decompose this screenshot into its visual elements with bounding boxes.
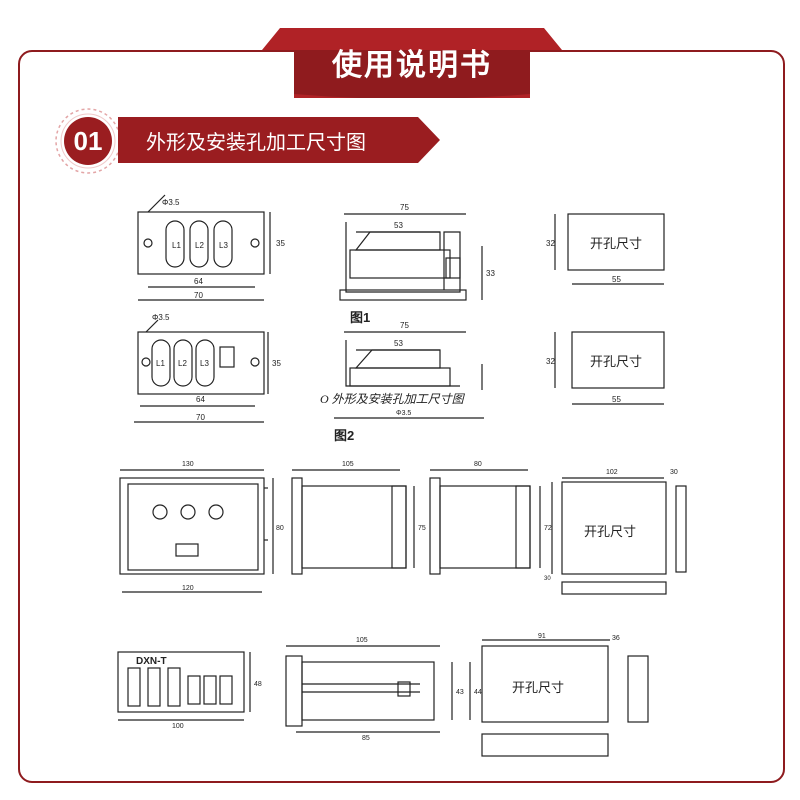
dim-72: 72	[544, 525, 552, 532]
dxn-t-panel	[117, 651, 245, 713]
dim-80: 80	[276, 525, 284, 532]
dim-64-2: 64	[196, 395, 205, 404]
dim-35-1: 35	[276, 239, 285, 248]
section-title-bar	[118, 117, 440, 163]
cutout-1	[567, 213, 665, 271]
dim-70-2: 70	[196, 413, 205, 422]
dim-80-2: 80	[474, 461, 482, 468]
dim-75-1: 75	[400, 203, 409, 212]
model-label: DXN-T	[136, 656, 167, 667]
lamp-label-2: L2	[195, 241, 204, 250]
cutout-label-1: 开孔尺寸	[590, 236, 642, 251]
dim-43: 43	[456, 689, 464, 696]
lamp-label-5: L2	[178, 359, 187, 368]
dim-32-2: 32	[546, 357, 555, 366]
dim-53-1: 53	[394, 221, 403, 230]
section-number: 01	[64, 117, 112, 165]
section-title: 外形及安装孔加工尺寸图	[146, 130, 366, 154]
lamp-label-3: L3	[219, 241, 228, 250]
dim-33-1: 33	[486, 269, 495, 278]
header-tab: 使用说明书	[262, 24, 562, 98]
dim-55-1: 55	[612, 275, 621, 284]
panel-front-2	[137, 331, 265, 395]
dim-102: 102	[606, 469, 618, 476]
dim-phi-2: Φ3.5	[152, 313, 170, 322]
dim-48: 48	[254, 681, 262, 688]
dim-phi-1: Φ3.5	[162, 198, 180, 207]
dim-36: 36	[612, 635, 620, 642]
dim-75-3: 75	[418, 525, 426, 532]
dim-85: 85	[362, 735, 370, 742]
panel-front-1	[137, 211, 265, 275]
dim-55-2: 55	[612, 395, 621, 404]
dim-30-2: 30	[544, 576, 551, 582]
dim-30: 30	[670, 469, 678, 476]
fig2-label: 图2	[334, 428, 354, 443]
panel-front-3	[119, 477, 265, 575]
page-title: 使用说明书	[332, 48, 492, 83]
dim-53-2: 53	[394, 339, 403, 348]
dim-105-2: 105	[356, 637, 368, 644]
dim-44: 44	[474, 689, 482, 696]
dim-91: 91	[538, 633, 546, 640]
dim-105: 105	[342, 461, 354, 468]
dim-32-1: 32	[546, 239, 555, 248]
lamp-label-1: L1	[172, 241, 181, 250]
dim-70-1: 70	[194, 291, 203, 300]
dim-35-2: 35	[272, 359, 281, 368]
dim-phi-3: Φ3.5	[396, 410, 411, 417]
cutout-2	[571, 331, 665, 389]
header-tab-shape	[262, 28, 562, 98]
figure-caption: O 外形及安装孔加工尺寸图	[320, 392, 464, 406]
cutout-label-2: 开孔尺寸	[590, 354, 642, 369]
cutout-label-4: 开孔尺寸	[512, 680, 564, 695]
cutout-3	[561, 481, 667, 575]
dim-75-2: 75	[400, 321, 409, 330]
dim-120: 120	[182, 585, 194, 592]
dim-130: 130	[182, 461, 194, 468]
lamp-label-4: L1	[156, 359, 165, 368]
fig1-label: 图1	[350, 310, 370, 325]
dim-64-1: 64	[194, 277, 203, 286]
cutout-4	[481, 645, 609, 723]
dim-100: 100	[172, 723, 184, 730]
lamp-label-6: L3	[200, 359, 209, 368]
cutout-label-3: 开孔尺寸	[584, 524, 636, 539]
